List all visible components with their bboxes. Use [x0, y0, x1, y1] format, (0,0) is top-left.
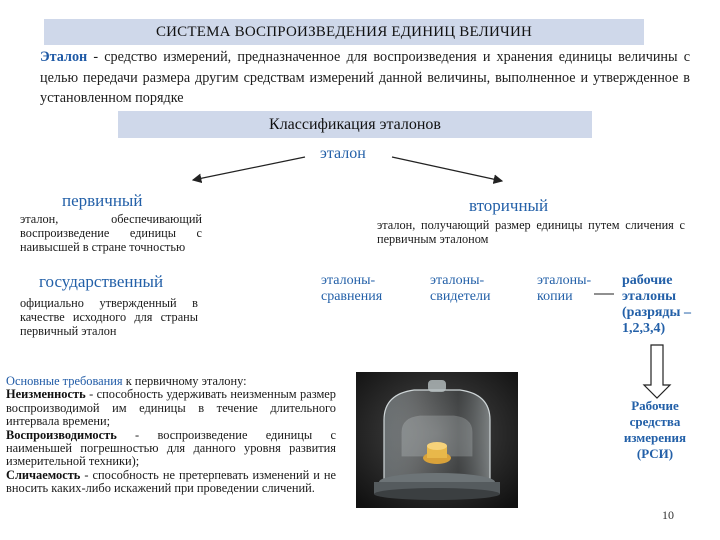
requirement-term: Воспроизводимость — [6, 427, 117, 442]
working-line1: рабочие — [622, 273, 673, 288]
requirement-term: Сличаемость — [6, 467, 81, 482]
primary-heading: первичный — [62, 191, 143, 210]
rsi-line2: средства — [629, 414, 681, 429]
arrow-to-secondary — [391, 156, 504, 184]
kind-witness: эталоны- свидетели — [430, 273, 490, 305]
rsi-line3: измерения — [623, 430, 687, 445]
rsi-line1: Рабочие — [631, 398, 679, 413]
requirement-text: - способность не претерпевать изменений … — [6, 467, 336, 496]
kind-comparison-line1: эталоны- — [321, 273, 376, 288]
down-arrow-to-rsi — [642, 344, 672, 399]
kind-comparison-line2: сравнения — [321, 289, 383, 304]
requirement-item: Воспроизводимость - воспроизведение един… — [6, 427, 336, 469]
state-description: официально утвержденный в качестве исход… — [20, 296, 198, 338]
kind-comparison: эталоны- сравнения — [321, 273, 382, 305]
requirements-intro-highlight: Основные требования — [6, 374, 123, 388]
kind-witness-line2: свидетели — [430, 289, 491, 304]
requirement-term: Неизменность — [6, 387, 86, 402]
classification-header: Классификация эталонов — [118, 111, 592, 138]
root-etalon-label: эталон — [320, 145, 366, 162]
requirements-intro: Основные требования к первичному эталону… — [6, 374, 336, 388]
arrow-to-primary — [191, 156, 306, 184]
rsi-line4: (РСИ) — [636, 446, 674, 461]
requirement-item: Неизменность - способность удерживать не… — [6, 388, 336, 428]
standard-photo — [356, 372, 518, 508]
requirement-text: - способность удерживать неизменным разм… — [6, 387, 336, 429]
kind-copy-line1: эталоны- — [537, 273, 592, 288]
rsi-label: Рабочие средства измерения (РСИ) — [612, 398, 698, 462]
state-heading: государственный — [39, 272, 164, 291]
working-line3: (разряды – — [622, 305, 691, 320]
kind-witness-line1: эталоны- — [430, 273, 485, 288]
etalon-definition: Эталон - средство измерений, предназначе… — [40, 47, 690, 109]
glass-bell-jar-image — [356, 372, 518, 508]
slide-title: СИСТЕМА ВОСПРОИЗВЕДЕНИЯ ЕДИНИЦ ВЕЛИЧИН — [44, 19, 644, 45]
requirements-block: Основные требования к первичному эталону… — [6, 374, 336, 496]
requirement-text: - воспроизведение единицы с наименьшей п… — [6, 427, 336, 469]
definition-text: - средство измерений, предназначенное дл… — [40, 49, 690, 106]
secondary-heading: вторичный — [469, 196, 549, 215]
working-standards: рабочие эталоны (разряды – 1,2,3,4) — [622, 273, 712, 337]
page-number: 10 — [662, 508, 674, 522]
working-line2: эталоны — [622, 289, 677, 304]
primary-description: эталон, обеспечивающий воспроизведение е… — [20, 212, 202, 254]
definition-term: Эталон — [40, 49, 88, 65]
requirements-intro-rest: к первичному эталону: — [122, 374, 247, 388]
requirement-item: Сличаемость - способность не претерпеват… — [6, 467, 336, 496]
secondary-description: эталон, получающий размер единицы путем … — [377, 218, 685, 246]
kind-copy-line2: копии — [537, 289, 573, 304]
working-line4: 1,2,3,4) — [622, 321, 666, 336]
kind-copy: эталоны- копии — [537, 273, 591, 305]
